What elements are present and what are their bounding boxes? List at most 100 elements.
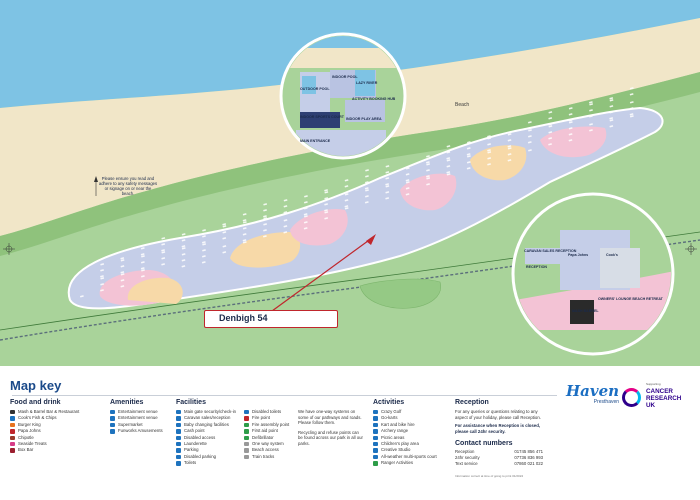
zone-pink-central[interactable] xyxy=(290,208,348,246)
caravan-pitch xyxy=(181,253,186,256)
caravan-pitch xyxy=(405,173,410,176)
key-item: Box Bar xyxy=(10,447,79,453)
key-item-icon xyxy=(244,429,249,434)
contact-label: 24hr security xyxy=(455,454,480,460)
caravan-pitch xyxy=(364,187,369,190)
zone-orange-east[interactable] xyxy=(470,145,527,181)
contact-label: Text service xyxy=(455,460,478,466)
caravan-pitch xyxy=(385,185,390,188)
caravan-pitch xyxy=(263,209,267,212)
key-item-label: Supermarket xyxy=(118,421,143,427)
caravan-pitch xyxy=(242,239,247,242)
key-item: Defibrillator xyxy=(244,435,289,441)
food-title: Food and drink xyxy=(10,399,61,406)
caravan-pitch xyxy=(324,191,329,194)
key-item: Caravan sales/reception xyxy=(176,415,236,421)
caravan-pitch xyxy=(426,155,430,158)
haven-logo[interactable]: Haven Presthaven xyxy=(566,382,619,405)
key-item-icon xyxy=(373,416,378,421)
inset-label: MASH BARREL xyxy=(572,309,599,313)
caravan-pitch xyxy=(181,259,186,262)
caravan-pitch xyxy=(100,283,105,286)
caravan-pitch xyxy=(426,183,430,186)
key-item-icon xyxy=(10,422,15,428)
cancer-research-line1: CANCER xyxy=(646,388,673,395)
caravan-pitch xyxy=(120,271,125,274)
caravan-pitch xyxy=(324,211,329,214)
caravan-pitch xyxy=(181,233,186,236)
caravan-pitch xyxy=(385,165,390,168)
contact-number[interactable]: 07736 836 993 xyxy=(514,454,543,460)
caravan-pitch xyxy=(527,127,532,130)
key-item: Burger King xyxy=(10,422,79,428)
caravan-pitch xyxy=(324,197,329,200)
key-item-icon xyxy=(373,448,378,453)
key-item-icon xyxy=(373,409,378,415)
caravan-pitch xyxy=(344,193,349,196)
caravan-pitch xyxy=(202,249,206,252)
caravan-pitch xyxy=(222,251,227,254)
compass-icon xyxy=(94,176,98,196)
caravan-pitch xyxy=(466,147,471,150)
location-callout[interactable]: Denbigh 54 xyxy=(204,310,338,328)
caravan-pitch xyxy=(283,231,288,234)
caravan-pitch xyxy=(548,117,553,120)
caravan-pitch xyxy=(446,173,451,176)
key-item-icon xyxy=(10,409,15,415)
caravan-pitch xyxy=(466,167,471,170)
key-item-icon xyxy=(110,416,115,421)
key-item-label: Entertainment venue xyxy=(118,409,158,414)
zone-orange-west[interactable] xyxy=(127,277,183,304)
caravan-pitch xyxy=(263,203,268,206)
key-item-icon xyxy=(373,422,378,428)
caravan-pitch xyxy=(487,163,491,166)
caravan-pitch xyxy=(568,119,573,122)
inset-label: RECEPTION xyxy=(526,265,547,269)
key-item-label: Parking xyxy=(184,447,199,453)
inset-label: CARAVAN SALES RECEPTION xyxy=(524,249,577,253)
key-item-icon xyxy=(10,441,15,447)
callout-leader-line xyxy=(271,237,373,312)
key-item-icon xyxy=(244,435,249,441)
zone-orange-central[interactable] xyxy=(230,232,301,268)
caravan-pitch xyxy=(100,277,105,280)
caravan-pitch xyxy=(161,263,166,266)
inset-map-entertainment[interactable] xyxy=(279,32,407,160)
contact-number[interactable]: 07860 021 022 xyxy=(514,460,543,466)
inset-map-reception[interactable] xyxy=(511,192,680,356)
key-item-label: Go-karts xyxy=(381,415,398,421)
key-item: Seaside Treats xyxy=(10,441,79,447)
haven-brand: Haven xyxy=(566,382,620,400)
haven-park-name: Presthaven xyxy=(593,399,620,405)
contact-number[interactable]: 01745 856 471 xyxy=(514,449,543,455)
zone-pink-far-east[interactable] xyxy=(540,126,607,158)
key-item-label: Box Bar xyxy=(18,447,34,453)
key-item: Disabled toilets xyxy=(244,409,289,415)
key-item: Papa Johns xyxy=(10,428,79,434)
key-item-label: Caravan sales/reception xyxy=(184,415,231,421)
caravan-pitch xyxy=(629,115,634,118)
contact-numbers-title: Contact numbers xyxy=(455,440,513,448)
zone-pink-east[interactable] xyxy=(400,173,457,211)
caravan-pitch xyxy=(589,129,593,132)
caravan-pitch xyxy=(120,265,125,268)
playing-field xyxy=(359,278,441,309)
registration-marks xyxy=(3,243,697,255)
key-item-label: Funworks Amusements xyxy=(118,428,163,434)
caravan-pitch xyxy=(589,123,593,126)
key-item-icon xyxy=(176,409,181,415)
caravan-pitch xyxy=(568,133,573,136)
key-item: Train tracks xyxy=(244,454,289,460)
key-item: Funworks Amusements xyxy=(110,428,163,434)
caravan-pitch xyxy=(303,201,308,204)
key-item-label: Disabled access xyxy=(184,434,216,440)
cancer-research-logo[interactable]: Supporting CANCER RESEARCH UK xyxy=(620,382,686,416)
key-item: Disabled access xyxy=(176,435,236,441)
caravan-pitch xyxy=(222,237,227,240)
caravan-pitch xyxy=(507,145,512,148)
